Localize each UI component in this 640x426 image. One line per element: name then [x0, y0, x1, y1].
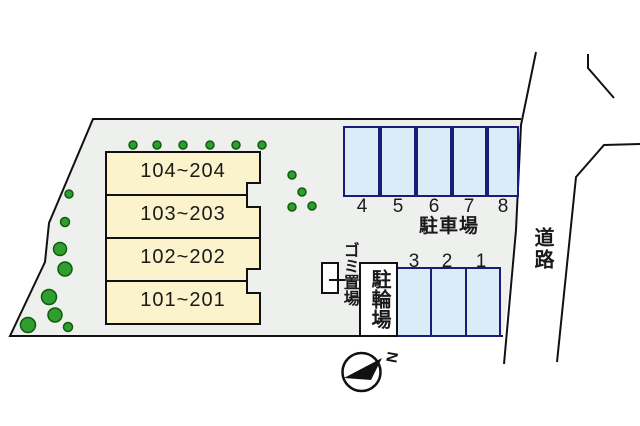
tree-icon: [178, 140, 188, 150]
road-right-upper-edge-line: [587, 54, 615, 99]
parking-space-7: [452, 126, 487, 197]
tree-icon: [231, 140, 241, 150]
parking-space-number-7: 7: [463, 196, 475, 217]
tree-icon: [257, 140, 267, 150]
tree-icon: [287, 202, 297, 212]
north-label: N: [382, 350, 401, 364]
tree-icon: [205, 140, 215, 150]
parking-space-number-1: 1: [475, 251, 487, 272]
parking-space-number-6: 6: [428, 196, 440, 217]
garbage-area-label: ゴミ置場: [340, 242, 358, 306]
tree-icon: [40, 288, 58, 306]
site-boundary: [8, 118, 521, 337]
room-label-4: 101~201: [140, 289, 226, 311]
tree-icon: [19, 316, 37, 334]
tree-icon: [52, 241, 68, 257]
parking-lot-bottom: [396, 267, 501, 337]
parking-space-number-2: 2: [441, 251, 453, 272]
parking-space-number-8: 8: [497, 196, 509, 217]
road-label: 道路: [531, 227, 553, 271]
tree-icon: [297, 187, 307, 197]
parking-space-number-5: 5: [392, 196, 404, 217]
room-label-1: 104~204: [140, 160, 226, 182]
tree-icon: [287, 170, 297, 180]
compass-needle-icon: [344, 358, 382, 380]
road-right-lower-edge-line: [556, 143, 640, 363]
tree-icon: [59, 216, 71, 228]
bicycle-parking-label: 駐輪場: [368, 269, 390, 329]
parking-space-number-4: 4: [356, 196, 368, 217]
trees: [19, 140, 317, 334]
room-label-3: 102~202: [140, 246, 226, 268]
parking-space-6: [416, 126, 452, 197]
parking-lot-label: 駐車場: [418, 216, 479, 237]
room-label-2: 103~203: [140, 203, 226, 225]
tree-icon: [47, 307, 63, 323]
tree-icon: [307, 201, 317, 211]
tree-icon: [64, 189, 74, 199]
bicycle-parking-box: [359, 262, 398, 337]
parking-space-8: [487, 126, 519, 197]
parking-row-bottom: [396, 267, 501, 337]
parking-space-5: [380, 126, 416, 197]
garbage-box: [321, 262, 339, 294]
parking-lot-top: [343, 126, 519, 197]
tree-icon: [62, 321, 74, 333]
tree-icon: [152, 140, 162, 150]
parking-space-4: [343, 126, 380, 197]
tree-icon: [57, 261, 73, 277]
parking-space-number-3: 3: [408, 251, 420, 272]
tree-icon: [128, 140, 138, 150]
compass: N: [341, 350, 401, 393]
